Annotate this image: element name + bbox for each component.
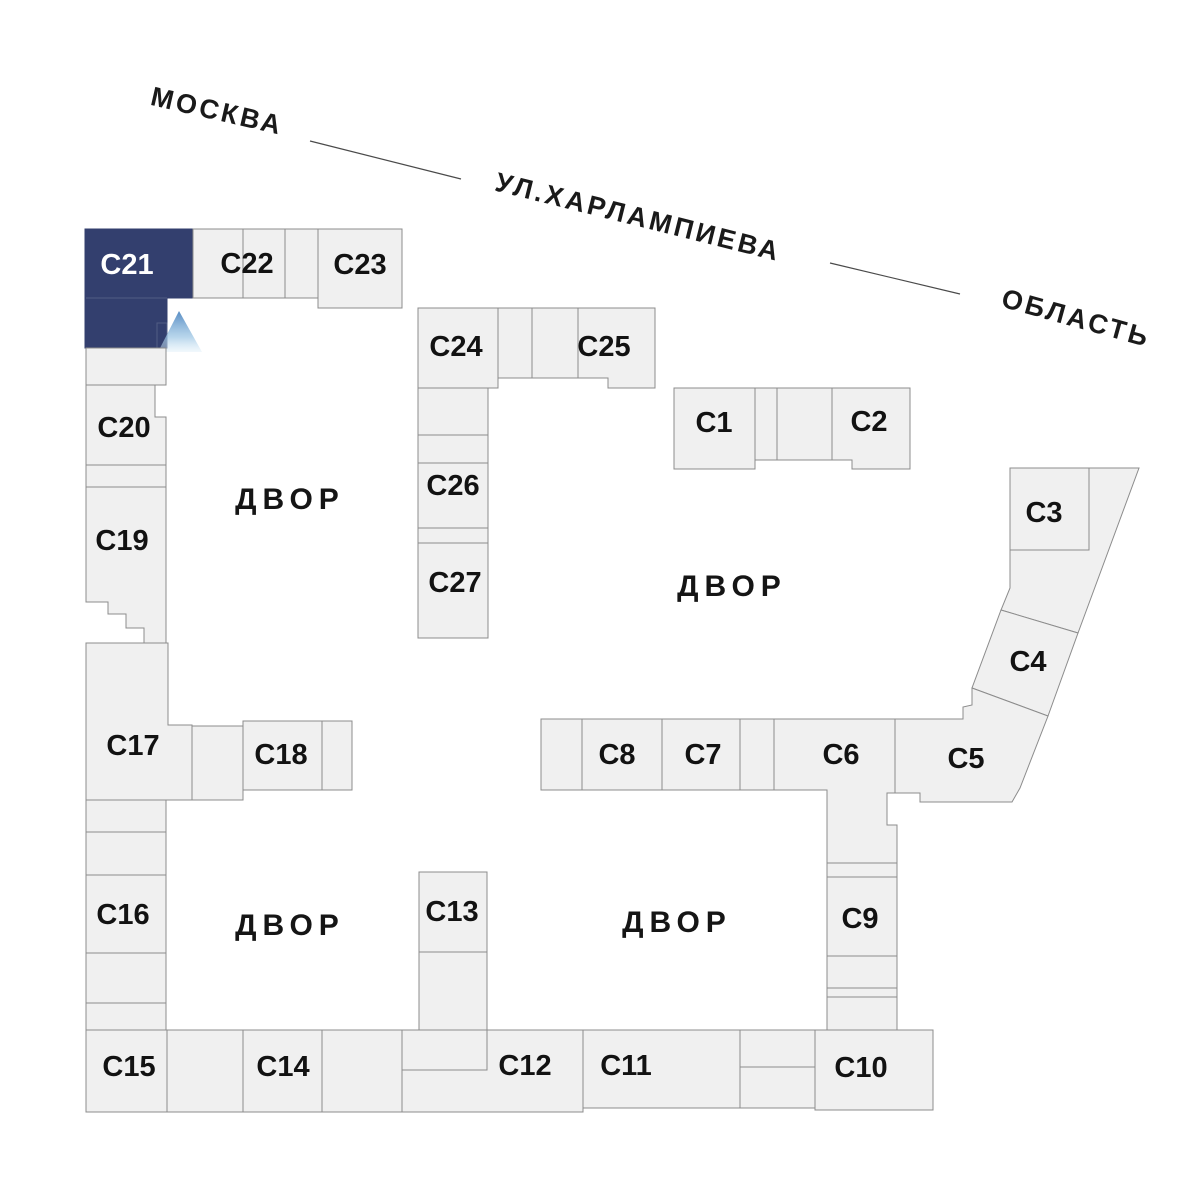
building-segment (85, 799, 167, 833)
building-c2-label: С2 (850, 406, 887, 438)
building-c26[interactable] (417, 462, 489, 529)
building-c24-label: С24 (429, 331, 482, 363)
building-segment (739, 1066, 816, 1109)
building-c1-label: С1 (695, 407, 732, 439)
row-c1-c2: С1 С2 (673, 387, 911, 470)
building-c14-label: С14 (256, 1051, 309, 1083)
building-segment (540, 718, 583, 791)
building-c17[interactable] (85, 642, 193, 801)
building-c14[interactable] (242, 1029, 323, 1113)
building-c22-label: С22 (220, 248, 273, 280)
building-c6-label: С6 (822, 739, 859, 771)
building-segment (401, 1029, 488, 1071)
building-segment (191, 725, 244, 801)
building-c26-label: С26 (426, 470, 479, 502)
building-c11[interactable] (582, 1029, 741, 1109)
building-segment (166, 1029, 244, 1113)
building-c22-segment[interactable] (284, 228, 319, 299)
building-c8-label: С8 (598, 739, 635, 771)
building-c18[interactable] (242, 720, 323, 791)
courtyard-label-bottom-right: ДВОР (622, 906, 732, 939)
building-segment (85, 464, 167, 488)
building-c1[interactable] (673, 387, 756, 470)
building-segment (826, 996, 898, 1031)
building-c16[interactable] (85, 874, 167, 954)
building-segment (497, 307, 533, 379)
building-c10-label: С10 (834, 1052, 887, 1084)
group-c24-c27: С24 С25 С26 С27 (417, 307, 656, 639)
building-segment (85, 1002, 167, 1031)
row-c6-c8: С8 С7 С6 (540, 718, 898, 864)
building-c18-label: С18 (254, 739, 307, 771)
building-c11-label: С11 (600, 1050, 652, 1082)
courtyard-label-bottom-left: ДВОР (235, 909, 345, 942)
building-segment (418, 951, 488, 1031)
building-c5-label: С5 (947, 743, 984, 775)
building-c7[interactable] (661, 718, 741, 791)
building-segment (417, 527, 489, 544)
building-c9[interactable] (826, 876, 898, 957)
building-segment (739, 718, 775, 791)
building-c2[interactable] (831, 387, 911, 470)
building-c3[interactable] (1009, 467, 1090, 551)
building-segment (826, 955, 898, 989)
building-segment (776, 387, 833, 461)
building-c7-label: С7 (684, 739, 721, 771)
building-c27-label: С27 (428, 567, 481, 599)
building-segment (826, 987, 898, 998)
building-c6[interactable] (773, 718, 898, 864)
building-c5[interactable] (894, 687, 1049, 803)
building-c15-label: С15 (102, 1051, 155, 1083)
column-left: С20 С19 С17 С18 С16 (85, 347, 353, 1031)
moscow-label: МОСКВА (148, 81, 286, 141)
building-segment (85, 347, 167, 386)
building-c17-label: С17 (106, 730, 159, 762)
building-c22-segment[interactable] (192, 228, 244, 299)
street-line-right (829, 262, 961, 295)
column-c9-c10: С9 С10 (814, 862, 934, 1111)
building-c13-label: С13 (425, 896, 478, 928)
building-c27[interactable] (417, 542, 489, 639)
building-c21-label: С21 (100, 249, 153, 281)
building-c3-label: С3 (1025, 497, 1062, 529)
building-segment (826, 862, 898, 878)
building-c8[interactable] (581, 718, 663, 791)
column-c13: С13 (418, 871, 488, 1031)
building-c23[interactable] (317, 228, 403, 309)
building-segment (417, 434, 489, 464)
selected-marker-icon (158, 311, 202, 352)
street-line-left (309, 140, 462, 180)
building-c21-group: С21 (84, 228, 202, 352)
oblast-label: ОБЛАСТЬ (998, 283, 1154, 353)
strip-c3-c5: С3 С4 С5 (894, 467, 1140, 803)
building-segment (754, 387, 778, 461)
building-segment (321, 720, 353, 791)
courtyard-label-right: ДВОР (677, 570, 787, 603)
building-segment (321, 1029, 403, 1113)
building-c22-segment[interactable] (242, 228, 286, 299)
building-segment (85, 831, 167, 876)
building-segment (417, 387, 489, 436)
building-segment (85, 952, 167, 1004)
building-c12-label: С12 (498, 1050, 551, 1082)
building-c4-label: С4 (1009, 646, 1046, 678)
row-c11-c15: С15 С14 С12 С11 (85, 1029, 816, 1113)
building-c20-label: С20 (97, 412, 150, 444)
building-c25-label: С25 (577, 331, 630, 363)
building-c25[interactable] (577, 307, 656, 389)
building-c19-label: С19 (95, 525, 148, 557)
building-c19[interactable] (85, 486, 167, 644)
building-segment (531, 307, 579, 379)
courtyard-label-top-left: ДВОР (235, 483, 345, 516)
building-c16-label: С16 (96, 899, 149, 931)
courtyard-labels: ДВОР ДВОР ДВОР ДВОР (235, 483, 787, 942)
building-segment (739, 1029, 816, 1068)
street-name-label: УЛ.ХАРЛАМПИЕВА (492, 167, 784, 267)
building-c10[interactable] (814, 1029, 934, 1111)
row-c22-c23: С22 С23 (192, 228, 403, 309)
building-c23-label: С23 (333, 249, 386, 281)
building-c9-label: С9 (841, 903, 878, 935)
